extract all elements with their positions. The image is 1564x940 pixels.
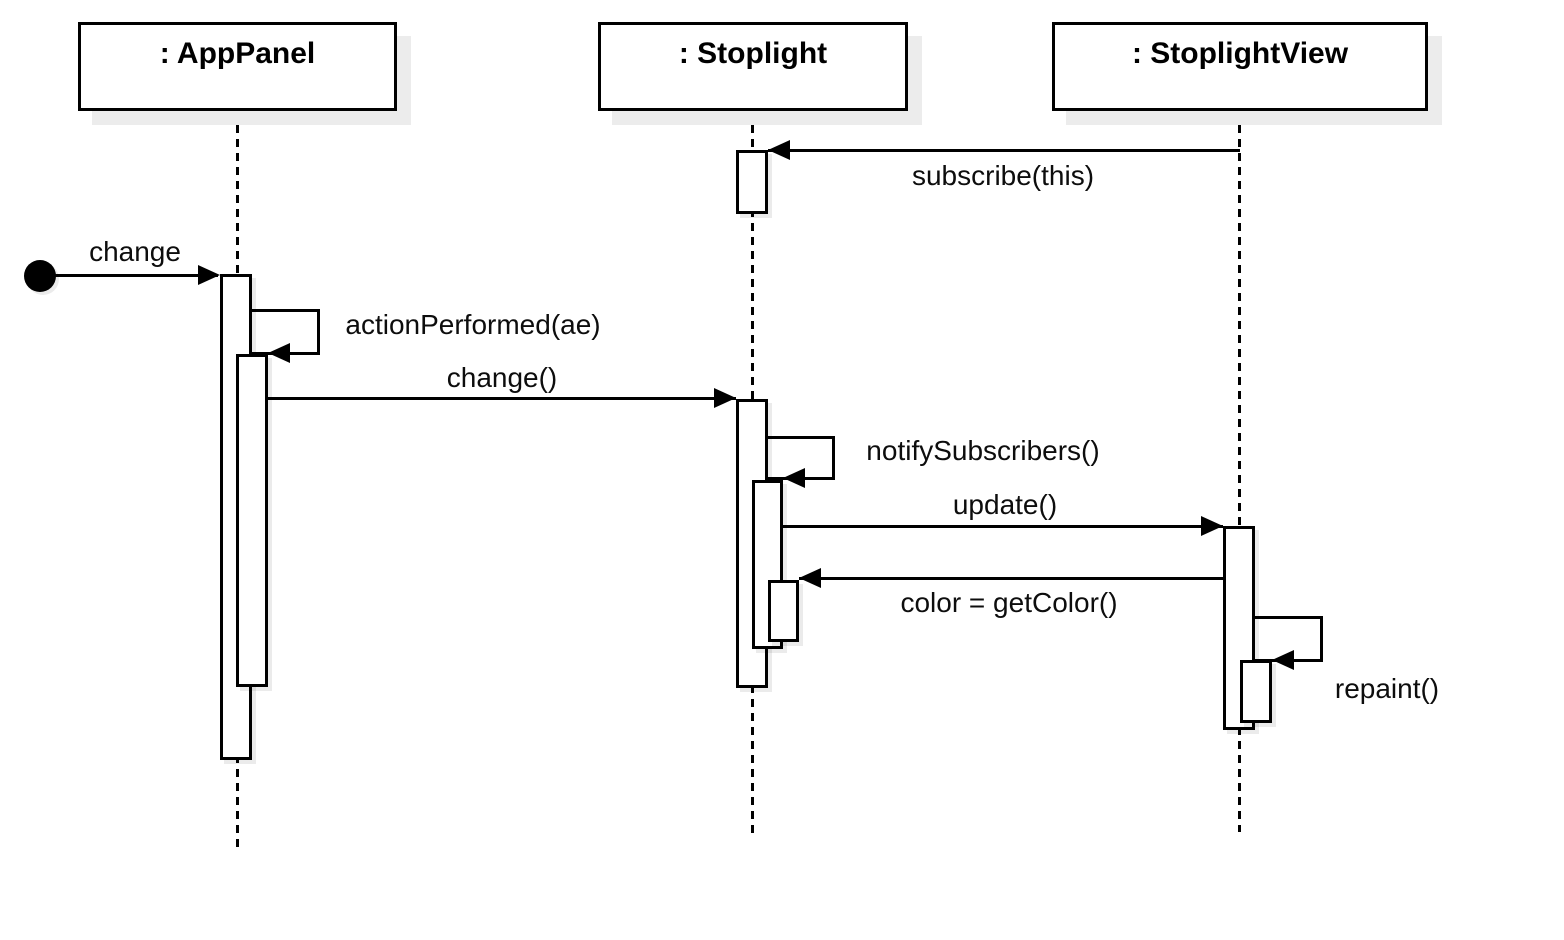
message-line-change-call [268, 397, 736, 400]
arrowhead-notify-subscribers-icon [783, 468, 805, 488]
arrowhead-change-call-icon [714, 388, 736, 408]
object-box-apppanel: : AppPanel [78, 22, 397, 111]
message-line-get-color [799, 577, 1223, 580]
message-label-subscribe: subscribe(this) [911, 160, 1095, 191]
arrowhead-repaint-icon [1272, 650, 1294, 670]
activation-bar-stoplight-subscribe [736, 150, 768, 214]
message-line-update [783, 525, 1223, 528]
message-label-get-color: color = getColor() [900, 587, 1118, 618]
arrowhead-action-performed-icon [268, 343, 290, 363]
object-label-stoplightview: : StoplightView [1131, 37, 1349, 70]
arrowhead-update-icon [1201, 516, 1223, 536]
message-label-change-found: change [89, 236, 181, 267]
arrowhead-get-color-icon [799, 568, 821, 588]
message-label-change-call: change() [446, 362, 558, 393]
message-label-update: update() [952, 489, 1058, 520]
message-label-notify-subscribers: notifySubscribers() [866, 435, 1100, 466]
activation-bar-stoplightview-repaint [1240, 660, 1272, 723]
object-box-stoplight: : Stoplight [598, 22, 908, 111]
message-label-action-performed: actionPerformed(ae) [345, 309, 601, 340]
message-line-change-found [40, 274, 218, 277]
arrowhead-subscribe-icon [768, 140, 790, 160]
message-label-repaint: repaint() [1334, 673, 1440, 704]
message-line-subscribe [768, 149, 1240, 152]
activation-bar-apppanel-nested [236, 354, 268, 687]
arrowhead-change-found-icon [198, 265, 220, 285]
object-box-stoplightview: : StoplightView [1052, 22, 1428, 111]
object-label-stoplight: : Stoplight [678, 37, 828, 70]
activation-bar-stoplight-getcolor [768, 580, 799, 642]
lifeline-stoplightview [1238, 111, 1241, 832]
object-label-apppanel: : AppPanel [159, 37, 316, 70]
found-message-circle-icon [24, 260, 56, 292]
